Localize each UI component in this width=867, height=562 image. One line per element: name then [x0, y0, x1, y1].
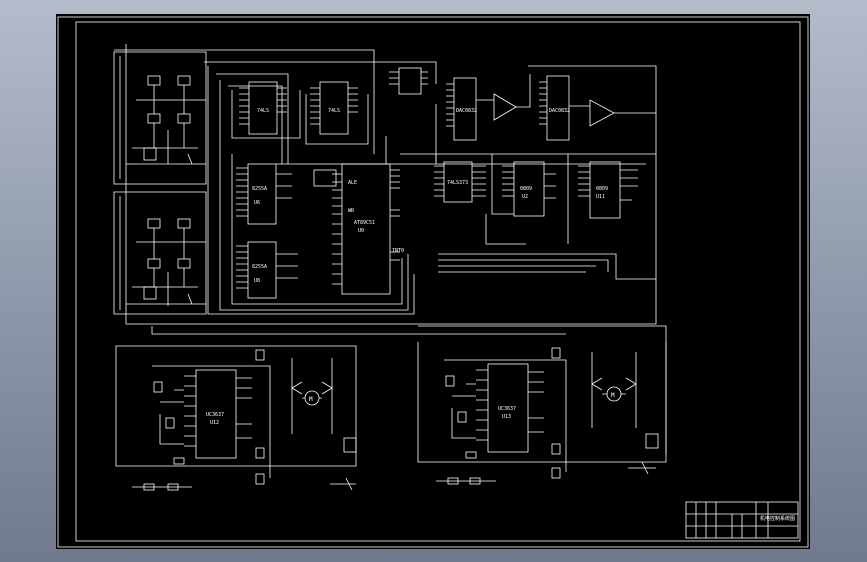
svg-text:DAC0832: DAC0832	[549, 108, 570, 114]
chip-pair-top: 74LS 74LS	[231, 81, 369, 145]
pwm-driver-left: UC3637 U12 M	[115, 345, 357, 491]
latch-chip: 74LS373	[434, 161, 486, 203]
chip-label: UC3637	[206, 412, 224, 418]
motor-label: M	[611, 392, 615, 399]
opamp-2	[589, 99, 615, 127]
drawing-sheet: 74LS 74LS DAC0832 DAC0832	[56, 14, 810, 549]
chip-ref: U6	[254, 200, 260, 206]
chip-ref: U11	[596, 194, 605, 200]
data-bus	[400, 153, 656, 244]
chip-ref: U13	[502, 414, 511, 420]
svg-text:74LS: 74LS	[257, 108, 269, 114]
chip-label: 74LS373	[447, 180, 468, 186]
adc-chip-2: 0809 U11	[578, 161, 638, 219]
svg-text:74LS: 74LS	[328, 108, 340, 114]
mcu-ref: U0	[358, 228, 364, 234]
relay-block-top	[113, 51, 207, 185]
chip-label: 8255A	[252, 186, 267, 192]
chip-8255-upper: 8255A U6	[236, 163, 292, 225]
chip-ref: U8	[254, 278, 260, 284]
schematic: 74LS 74LS DAC0832 DAC0832	[57, 16, 809, 548]
chip-label: 0809	[596, 186, 608, 192]
motor-label: M	[309, 396, 313, 403]
inner-border	[75, 21, 801, 542]
pin-label: INT0	[392, 248, 404, 254]
chip-ref: U12	[210, 420, 219, 426]
chip-label: 8255A	[252, 264, 267, 270]
chip-label: 0809	[520, 186, 532, 192]
dac-section: DAC0832 DAC0832	[389, 67, 656, 141]
title-text: 机电控制系统图	[760, 515, 795, 522]
mcu-chip: ALE WR AT89C51 U0 INT0	[313, 163, 404, 295]
pwm-driver-right: UC3637 U13 M	[417, 342, 667, 485]
title-block: 机电控制系统图	[685, 501, 799, 539]
pin-label: WR	[348, 208, 355, 214]
mcu-label: AT89C51	[354, 220, 375, 226]
opamp-1	[493, 93, 517, 121]
relay-block-bottom	[113, 191, 207, 315]
adc-chip-1: 0809 U2	[502, 161, 556, 217]
pin-label: ALE	[348, 180, 357, 186]
svg-text:DAC0832: DAC0832	[456, 108, 477, 114]
outer-border	[57, 16, 809, 548]
chip-ref: U2	[522, 194, 528, 200]
chip-label: UC3637	[498, 406, 516, 412]
chip-8255-lower: 8255A U8	[236, 241, 298, 299]
bus-routing	[114, 44, 667, 454]
